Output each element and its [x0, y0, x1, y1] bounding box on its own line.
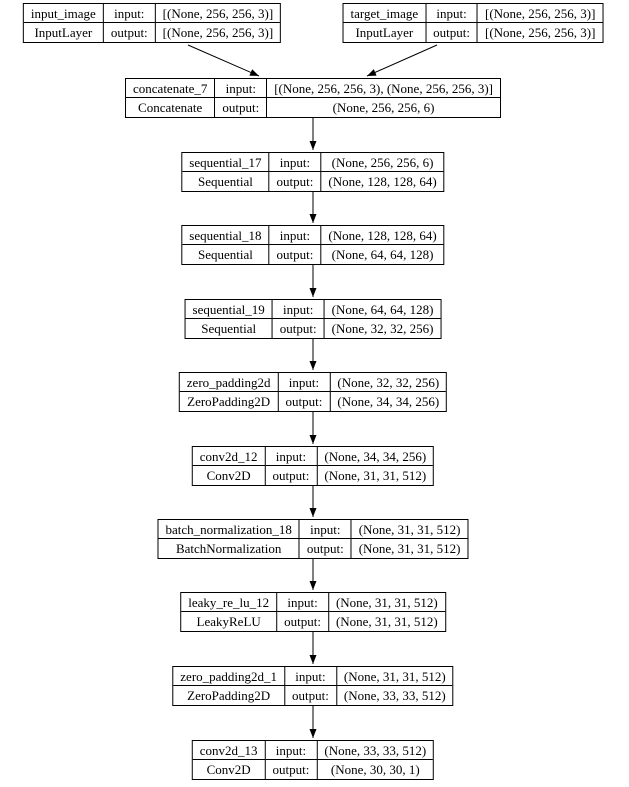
output-shape: (None, 31, 31, 512) [335, 614, 438, 629]
layer-class: Sequential [186, 319, 273, 338]
layer-class: LeakyReLU [181, 612, 278, 631]
output-label: output: [270, 245, 322, 264]
layer-name: sequential_17 [182, 153, 270, 172]
input-label: input: [278, 373, 331, 392]
node-batch_normalization_18: batch_normalization_18 input: (None, 31,… [157, 519, 469, 559]
layer-class: InputLayer [344, 23, 427, 42]
input-label: input: [269, 153, 322, 172]
node-target_image: target_image input: [(None, 256, 256, 3)… [342, 3, 604, 43]
layer-class: ZeroPadding2D [173, 686, 286, 705]
output-label: output: [270, 172, 322, 191]
input-shape: [(None, 256, 256, 3)] [155, 4, 281, 23]
layer-class: ZeroPadding2D [180, 392, 279, 411]
input-label: input: [265, 447, 318, 466]
input-shape: (None, 32, 32, 256) [330, 373, 447, 392]
node-sequential_17: sequential_17 input: (None, 256, 256, 6)… [181, 152, 445, 192]
node-conv2d_13: conv2d_13 input: (None, 33, 33, 512) Con… [191, 740, 435, 780]
layer-name: sequential_18 [182, 226, 270, 245]
node-leaky_re_lu_12: leaky_re_lu_12 input: (None, 31, 31, 512… [180, 592, 446, 632]
input-label: input: [285, 667, 337, 686]
input-shape: (None, 256, 256, 6) [321, 153, 444, 172]
output-shape: (None, 128, 128, 64) [328, 174, 437, 189]
output-shape: [(None, 256, 256, 3)] [162, 25, 274, 40]
input-shape: (None, 33, 33, 512) [317, 741, 434, 760]
layer-name: concatenate_7 [126, 79, 216, 98]
output-shape: [(None, 256, 256, 3)] [484, 25, 596, 40]
output-label: output: [215, 98, 268, 117]
node-concatenate_7: concatenate_7 input: [(None, 256, 256, 3… [125, 78, 501, 118]
input-label: input: [269, 226, 322, 245]
layer-name: target_image [343, 4, 427, 23]
output-shape: (None, 256, 256, 6) [332, 100, 435, 115]
layer-class: Conv2D [193, 466, 266, 485]
node-sequential_19: sequential_19 input: (None, 64, 64, 128)… [184, 299, 442, 339]
input-shape: (None, 31, 31, 512) [328, 593, 445, 612]
node-input_image: input_image input: [(None, 256, 256, 3)]… [22, 3, 282, 43]
layer-name: zero_padding2d [179, 373, 279, 392]
output-shape: (None, 31, 31, 512) [324, 468, 427, 483]
input-shape: (None, 31, 31, 512) [336, 667, 453, 686]
layer-class: BatchNormalization [158, 539, 300, 558]
layer-name: leaky_re_lu_12 [181, 593, 278, 612]
output-shape: (None, 33, 33, 512) [343, 688, 446, 703]
node-conv2d_12: conv2d_12 input: (None, 34, 34, 256) Con… [191, 446, 435, 486]
output-label: output: [426, 23, 478, 42]
layer-name: conv2d_13 [192, 741, 266, 760]
output-label: output: [266, 466, 318, 485]
layer-class: Concatenate [126, 98, 216, 117]
input-label: input: [277, 593, 329, 612]
input-shape: [(None, 256, 256, 3)] [477, 4, 603, 23]
output-shape: (None, 64, 64, 128) [331, 247, 434, 262]
input-label: input: [265, 741, 318, 760]
output-shape: (None, 31, 31, 512) [358, 541, 461, 556]
layer-class: Sequential [182, 245, 270, 264]
layer-class: Conv2D [193, 760, 266, 779]
layer-name: batch_normalization_18 [158, 520, 300, 539]
node-sequential_18: sequential_18 input: (None, 128, 128, 64… [181, 225, 445, 265]
output-shape: (None, 32, 32, 256) [331, 321, 434, 336]
input-label: input: [103, 4, 156, 23]
edge-target_image-concatenate_7 [366, 44, 438, 77]
output-label: output: [266, 760, 318, 779]
output-label: output: [273, 319, 325, 338]
output-label: output: [277, 612, 329, 631]
node-zero_padding2d_1: zero_padding2d_1 input: (None, 31, 31, 5… [172, 666, 454, 706]
input-shape: (None, 128, 128, 64) [321, 226, 444, 245]
input-label: input: [215, 79, 268, 98]
layer-name: conv2d_12 [192, 447, 266, 466]
input-label: input: [272, 300, 325, 319]
layer-name: sequential_19 [185, 300, 273, 319]
layer-class: InputLayer [24, 23, 104, 42]
input-label: input: [299, 520, 352, 539]
output-label: output: [285, 686, 337, 705]
input-shape: (None, 34, 34, 256) [317, 447, 434, 466]
layer-name: zero_padding2d_1 [173, 667, 286, 686]
layer-class: Sequential [182, 172, 270, 191]
input-shape: (None, 64, 64, 128) [324, 300, 441, 319]
output-shape: (None, 34, 34, 256) [337, 394, 440, 409]
input-shape: [(None, 256, 256, 3), (None, 256, 256, 3… [267, 79, 500, 98]
input-shape: (None, 31, 31, 512) [351, 520, 468, 539]
output-shape: (None, 30, 30, 1) [330, 762, 420, 777]
edge-input_image-concatenate_7 [187, 44, 260, 77]
output-label: output: [300, 539, 352, 558]
output-label: output: [279, 392, 331, 411]
node-zero_padding2d: zero_padding2d input: (None, 32, 32, 256… [178, 372, 448, 412]
layer-name: input_image [23, 4, 104, 23]
input-label: input: [426, 4, 478, 23]
output-label: output: [104, 23, 156, 42]
